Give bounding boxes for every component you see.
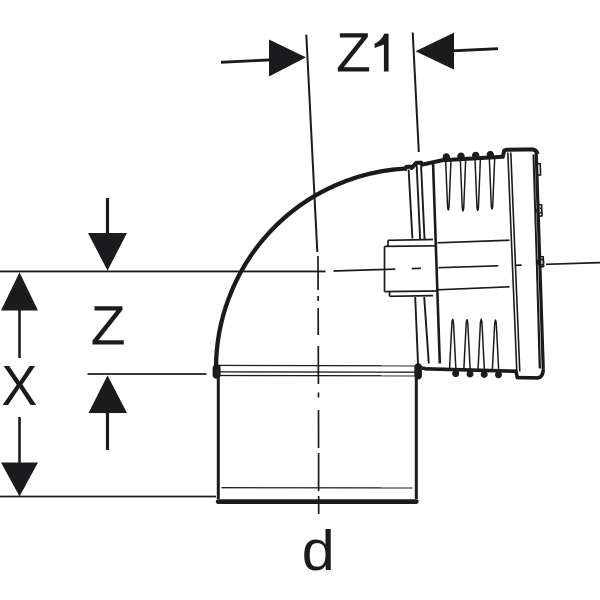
svg-text:Z: Z	[336, 21, 371, 83]
svg-text:d: d	[302, 519, 335, 583]
svg-text:Z: Z	[91, 294, 126, 356]
svg-text:X: X	[1, 354, 37, 418]
